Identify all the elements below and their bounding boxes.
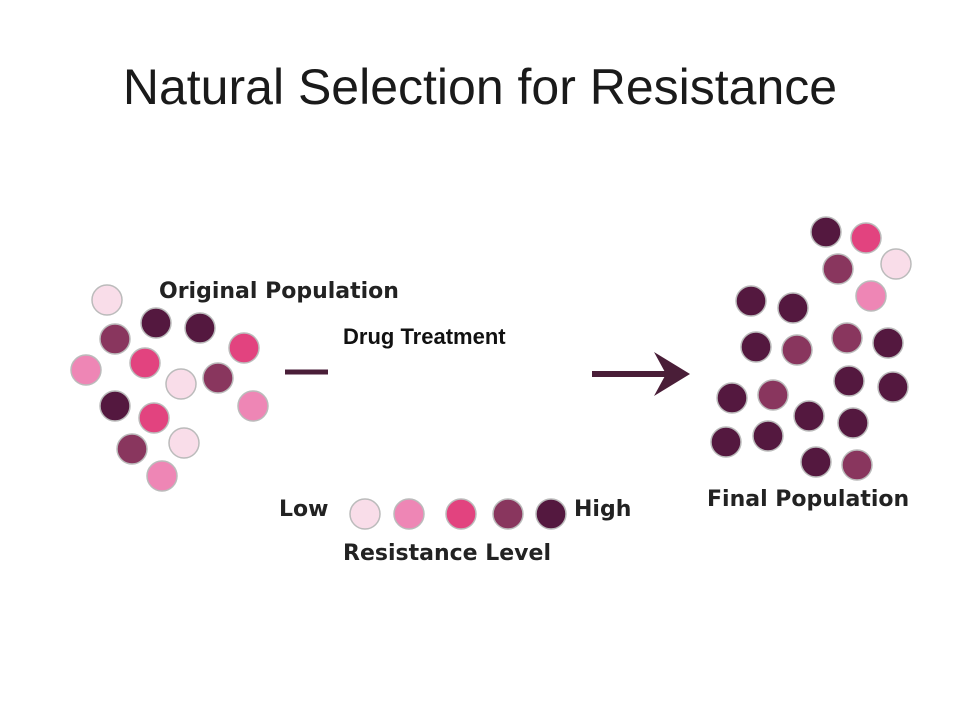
drug-treatment-label: Drug Treatment	[343, 324, 506, 349]
resistance-legend-cells	[349, 498, 567, 530]
original-cell-9	[202, 362, 234, 394]
legend-low-label: Low	[279, 497, 329, 522]
final-cell-6	[735, 285, 767, 317]
final-population-label: Final Population	[707, 487, 910, 512]
original-cell-15	[146, 460, 178, 492]
original-cell-14	[168, 427, 200, 459]
final-cell-17	[837, 407, 869, 439]
final-cell-19	[752, 420, 784, 452]
final-cell-13	[877, 371, 909, 403]
original-cell-12	[237, 390, 269, 422]
original-cell-2	[140, 307, 172, 339]
original-cell-10	[99, 390, 131, 422]
original-cell-4	[99, 323, 131, 355]
final-cell-4	[822, 253, 854, 285]
legend-title: Resistance Level	[343, 541, 551, 566]
final-cell-11	[872, 327, 904, 359]
final-cell-15	[757, 379, 789, 411]
legend-cell-1	[349, 498, 381, 530]
original-cell-7	[129, 347, 161, 379]
original-cell-1	[91, 284, 123, 316]
final-cell-5	[855, 280, 887, 312]
final-cell-12	[833, 365, 865, 397]
final-cell-16	[793, 400, 825, 432]
original-population-cells	[70, 284, 269, 492]
original-cell-8	[165, 368, 197, 400]
original-cell-5	[228, 332, 260, 364]
original-cell-11	[138, 402, 170, 434]
final-cell-2	[850, 222, 882, 254]
final-cell-20	[800, 446, 832, 478]
final-cell-10	[831, 322, 863, 354]
final-cell-21	[841, 449, 873, 481]
legend-high-label: High	[574, 497, 632, 522]
final-population-cells	[710, 216, 912, 481]
original-cell-3	[184, 312, 216, 344]
original-cell-13	[116, 433, 148, 465]
final-cell-8	[740, 331, 772, 363]
original-population-label: Original Population	[159, 279, 399, 304]
original-cell-6	[70, 354, 102, 386]
final-cell-9	[781, 334, 813, 366]
slide-title: Natural Selection for Resistance	[122, 59, 838, 115]
legend-cell-3	[445, 498, 477, 530]
final-cell-14	[716, 382, 748, 414]
legend-cell-5	[535, 498, 567, 530]
final-cell-3	[880, 248, 912, 280]
legend-cell-4	[492, 498, 524, 530]
final-cell-1	[810, 216, 842, 248]
legend-cell-2	[393, 498, 425, 530]
treatment-arrow-icon	[592, 352, 690, 396]
final-cell-18	[710, 426, 742, 458]
final-cell-7	[777, 292, 809, 324]
